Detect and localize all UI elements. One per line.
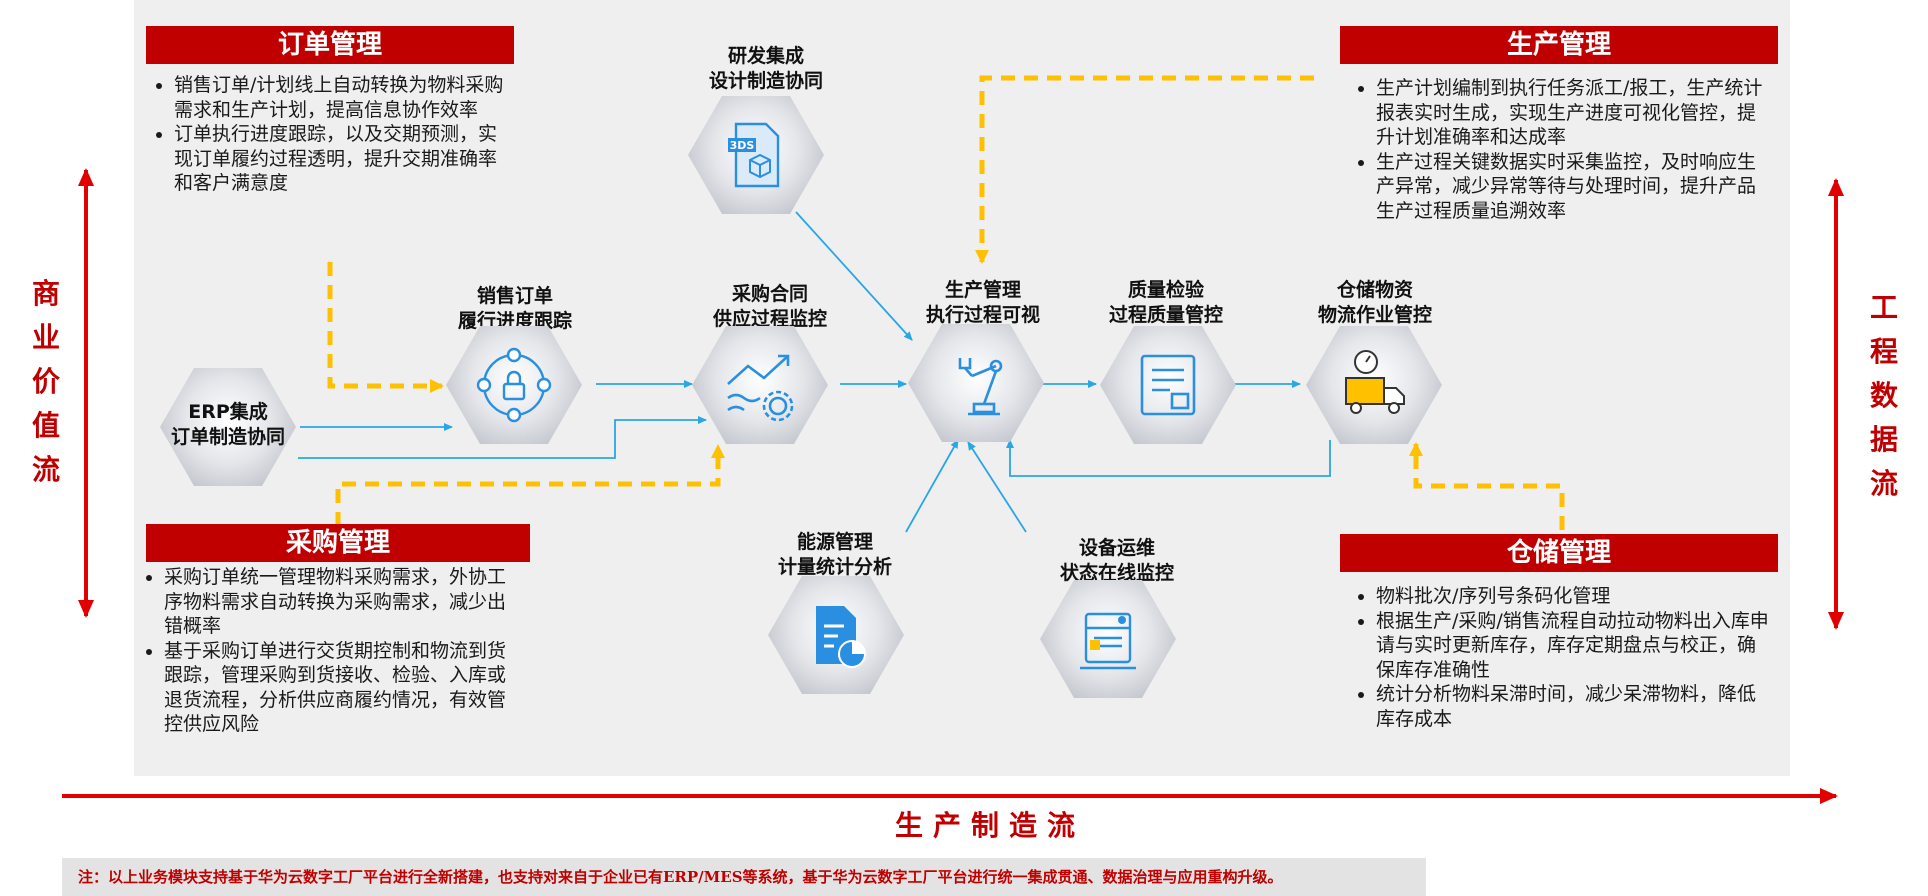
trend-gear-icon xyxy=(727,354,794,422)
network-lock-icon xyxy=(476,347,552,423)
svg-text:3DS: 3DS xyxy=(730,139,755,152)
report-calendar-icon xyxy=(1140,354,1196,416)
rd-node-label: 研发集成设计制造协同 xyxy=(708,45,823,92)
order-mgmt-item: 销售订单/计划线上自动转换为物料采购需求和生产计划，提高信息协作效率 xyxy=(174,73,504,122)
erp-node-label: ERP集成订单制造协同 xyxy=(170,401,285,448)
purchase-node xyxy=(692,326,828,444)
arrow-erp-to-purchase xyxy=(298,416,707,459)
dash-production-mgmt-to-production xyxy=(975,75,1314,264)
purchase-node-label: 采购合同供应过程监控 xyxy=(712,283,827,330)
right-side-label: 工程数据流 xyxy=(1870,291,1899,500)
warehouse-mgmt-title: 仓储管理 xyxy=(1340,534,1778,572)
energy-node xyxy=(768,576,904,694)
energy-node-label: 能源管理计量统计分析 xyxy=(777,531,892,578)
dash-warehouse-mgmt-to-warehouse xyxy=(1409,442,1565,530)
production-mgmt-description: 生产计划编制到执行任务派工/报工，生产统计报表实时生成，实现生产进度可视化管控，… xyxy=(1350,76,1766,223)
production-mgmt-title: 生产管理 xyxy=(1340,26,1778,64)
equipment-node-label: 设备运维状态在线监控 xyxy=(1059,537,1174,584)
footer-note: 注：以上业务模块支持基于华为云数字工厂平台进行全新搭建，也支持对来自于企业已有E… xyxy=(62,858,1426,896)
rd-node: 3DS xyxy=(688,96,824,214)
order-mgmt-title: 订单管理 xyxy=(146,26,514,64)
procurement-mgmt-description: 采购订单统一管理物料采购需求，外协工序物料需求自动转换为采购需求，减少出错概率 … xyxy=(138,565,522,737)
production-mgmt-item: 生产过程关键数据实时采集监控，及时响应生产异常，减少异常等待与处理时间，提升产品… xyxy=(1376,150,1766,224)
quality-node-label: 质量检验过程质量管控 xyxy=(1108,279,1223,326)
warehouse-mgmt-description: 物料批次/序列号条码化管理 根据生产/采购/销售流程自动拉动物料出入库申请与实时… xyxy=(1350,584,1770,731)
production-node-label: 生产管理执行过程可视 xyxy=(925,279,1040,326)
procurement-mgmt-item: 基于采购订单进行交货期控制和物流到货跟踪，管理采购到货接收、检验、入库或退货流程… xyxy=(164,639,522,737)
warehouse-mgmt-item: 根据生产/采购/销售流程自动拉动物料出入库申请与实时更新库存，库存定期盘点与校正… xyxy=(1376,609,1770,683)
arrow-energy-to-production xyxy=(905,439,959,533)
production-mgmt-item: 生产计划编制到执行任务派工/报工，生产统计报表实时生成，实现生产进度可视化管控，… xyxy=(1376,76,1766,150)
warehouse-mgmt-item: 物料批次/序列号条码化管理 xyxy=(1376,584,1770,609)
procurement-mgmt-item: 采购订单统一管理物料采购需求，外协工序物料需求自动转换为采购需求，减少出错概率 xyxy=(164,565,522,639)
order-mgmt-description: 销售订单/计划线上自动转换为物料采购需求和生产计划，提高信息协作效率 订单执行进… xyxy=(148,73,504,196)
3ds-file-icon: 3DS xyxy=(728,122,780,188)
warehouse-mgmt-item: 统计分析物料呆滞时间，减少呆滞物料，降低库存成本 xyxy=(1376,682,1770,731)
server-monitor-icon xyxy=(1080,612,1136,670)
dash-procurement-to-purchase xyxy=(335,444,725,526)
bottom-flow-label: 生产制造流 xyxy=(894,809,1085,842)
procurement-mgmt-title: 采购管理 xyxy=(146,524,530,562)
warehouse-node-label: 仓储物资物流作业管控 xyxy=(1317,279,1432,326)
document-chart-icon xyxy=(816,606,866,668)
production-node xyxy=(908,324,1044,442)
arrow-rd-to-production xyxy=(795,211,913,341)
order-mgmt-item: 订单执行进度跟踪，以及交期预测，实现订单履约过程透明，提升交期准确率和客户满意度 xyxy=(174,122,504,196)
robot-arm-icon xyxy=(958,358,1003,416)
dash-order-to-sales xyxy=(327,262,444,393)
arrow-equipment-to-production xyxy=(967,441,1027,533)
arrow-warehouse-to-production xyxy=(1006,439,1331,477)
left-side-label: 商业价值流 xyxy=(32,277,61,486)
forklift-truck-icon xyxy=(1345,350,1405,414)
